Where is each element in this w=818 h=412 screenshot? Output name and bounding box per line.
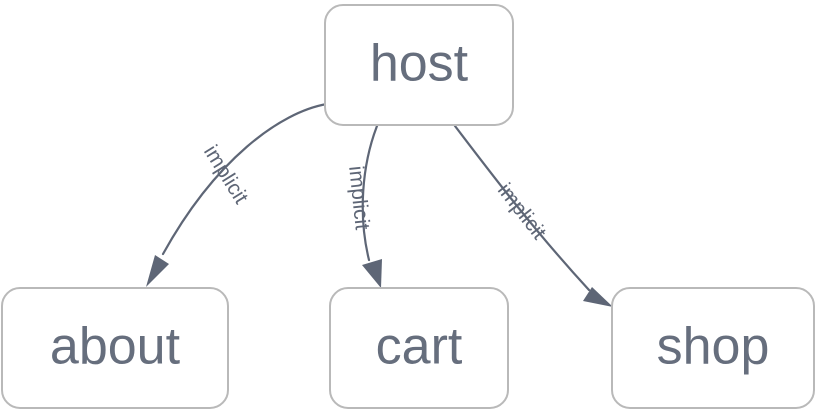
edge-host-about[interactable]: implicit — [146, 102, 329, 287]
edge-host-cart[interactable]: implicit — [344, 124, 382, 288]
node-box-cart[interactable] — [329, 287, 509, 409]
node-box-about[interactable] — [1, 287, 229, 409]
arrowhead-host-about — [146, 255, 169, 287]
node-label-shop: shop — [657, 318, 770, 376]
node-about[interactable]: about — [1, 287, 229, 409]
edge-path-host-shop[interactable] — [453, 124, 591, 292]
edge-label-host-cart: implicit — [344, 165, 374, 231]
node-cart[interactable]: cart — [329, 287, 509, 409]
edges-layer: implicit implicit implicit — [146, 102, 613, 307]
arrowhead-host-cart — [362, 259, 382, 288]
node-label-host: host — [370, 35, 469, 93]
edge-path-host-cart[interactable] — [361, 124, 379, 262]
arrowhead-host-shop — [583, 287, 613, 307]
node-box-host[interactable] — [324, 4, 514, 126]
edge-label-host-about: implicit — [199, 141, 253, 208]
edge-host-shop[interactable]: implicit — [453, 124, 613, 307]
node-shop[interactable]: shop — [611, 287, 815, 409]
node-host[interactable]: host — [324, 4, 514, 126]
node-label-about: about — [50, 318, 181, 376]
node-label-cart: cart — [376, 318, 463, 376]
node-box-shop[interactable] — [611, 287, 815, 409]
nodes-layer: host about cart shop — [1, 4, 815, 409]
edge-path-host-about[interactable] — [161, 102, 329, 256]
edge-label-host-shop: implicit — [493, 179, 551, 244]
